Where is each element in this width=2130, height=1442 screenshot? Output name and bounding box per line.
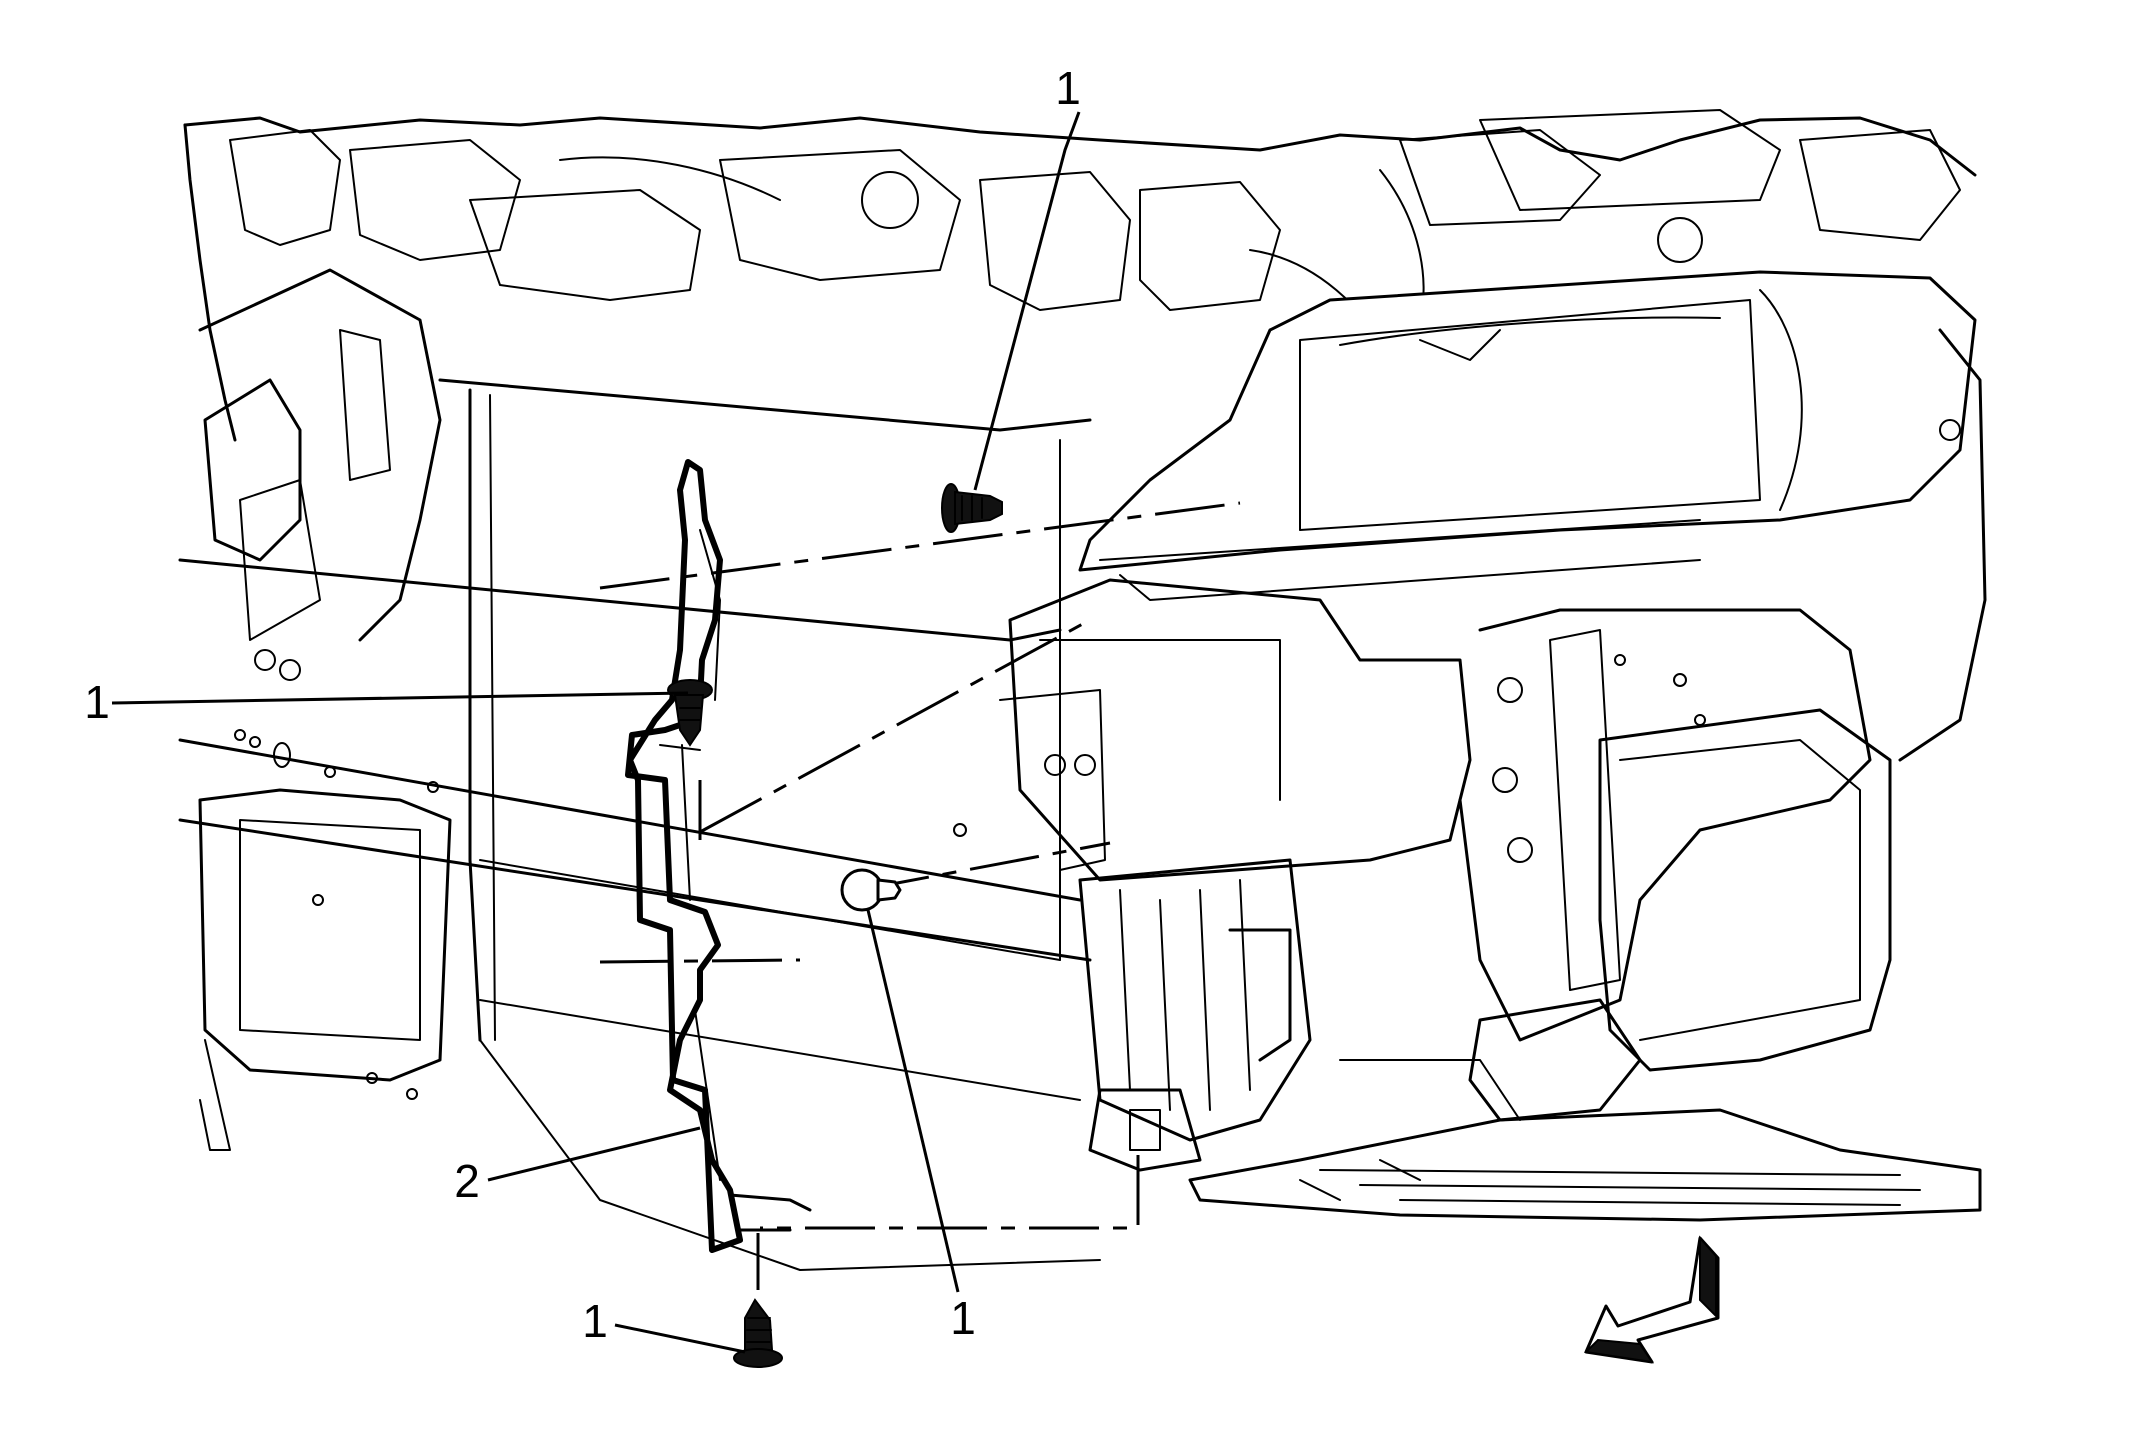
alignment-lines — [599, 501, 1241, 1290]
fastener-top-icon — [941, 483, 1003, 533]
fastener-middle-icon — [840, 868, 902, 912]
vehicle-front-arrow-icon — [1583, 1235, 1720, 1364]
lower-subframe — [1078, 858, 1982, 1222]
lower-left-panel — [198, 788, 1101, 1271]
headlamp-assembly — [1078, 270, 1977, 601]
callout-fastener-top: 1 — [1055, 62, 1081, 114]
callout-fastener-left: 1 — [84, 676, 110, 728]
radiator — [438, 378, 1092, 1101]
callout-fastener-middle: 1 — [950, 1292, 976, 1344]
push-pin-retainer-icon — [667, 483, 1003, 1368]
leader-lines — [111, 111, 1081, 1354]
callout-labels: 1 1 2 1 1 — [84, 62, 1081, 1347]
callout-deflector: 2 — [454, 1155, 480, 1207]
left-upper-support — [198, 268, 442, 681]
callout-fastener-bottom: 1 — [582, 1295, 608, 1347]
bumper-beam — [178, 558, 1106, 962]
fastener-left-icon — [667, 679, 713, 747]
fastener-bottom-icon — [733, 1298, 783, 1368]
right-frame-bracket — [1008, 328, 1987, 1072]
engine-compartment-background — [183, 109, 1977, 442]
